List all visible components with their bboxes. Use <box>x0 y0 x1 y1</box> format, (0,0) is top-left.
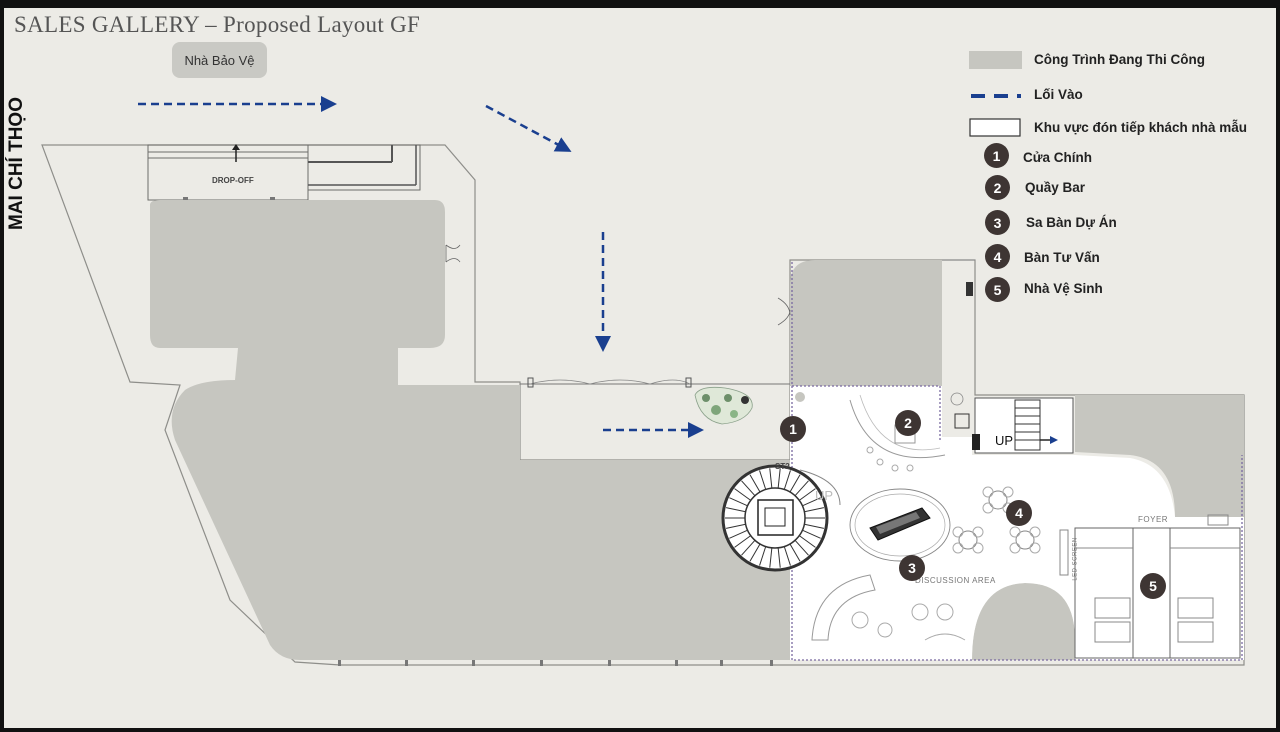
entrance-arrows <box>138 96 704 438</box>
legend-item-3-badge: 3 <box>985 210 1010 235</box>
walkway-canopy <box>520 377 790 388</box>
legend-reception-swatch <box>969 118 1021 137</box>
door-swing-north <box>777 297 791 326</box>
legend-item-4-label: Bàn Tư Vấn <box>1024 250 1100 265</box>
construction-zones <box>150 200 1244 660</box>
guard-house: Nhà Bảo Vệ <box>172 42 267 78</box>
stair-up-label: UP <box>995 433 1014 448</box>
bar-counter <box>849 394 946 472</box>
street-name: MAI CHÍ THỌO <box>6 97 27 230</box>
legend-item-3-label: Sa Bàn Dự Án <box>1026 215 1117 230</box>
legend-item-5-badge: 5 <box>985 277 1010 302</box>
marker-bar: 2 <box>895 410 921 436</box>
legend-item-4-badge: 4 <box>985 244 1010 269</box>
construction-zone-north <box>790 260 942 386</box>
restroom-block <box>1059 514 1241 659</box>
entrance-arrow-2 <box>485 104 572 152</box>
legend-item-1-badge: 1 <box>984 143 1009 168</box>
marker-restroom: 5 <box>1140 573 1166 599</box>
legend-construction-label: Công Trình Đang Thi Công <box>1034 52 1205 67</box>
legend-reception-label: Khu vực đón tiếp khách nhà mẫu <box>1034 120 1248 135</box>
lounge-seating <box>811 574 966 641</box>
discussion-area-label: DISCUSSION AREA <box>915 576 996 585</box>
legend-entrance-label: Lối Vào <box>1034 87 1083 102</box>
sales-gallery-boundary <box>791 262 1243 661</box>
legend-item-2-label: Quầy Bar <box>1025 180 1086 195</box>
legend-item-1-label: Cửa Chính <box>1023 150 1093 165</box>
stair-tag-label: ST2 <box>775 462 790 471</box>
door-swing-west <box>445 244 461 263</box>
site-outline <box>41 144 1245 666</box>
model-table <box>849 488 951 562</box>
marker-main-door: 1 <box>780 416 806 442</box>
legend-construction-swatch <box>969 51 1022 69</box>
spiral-staircase <box>721 464 841 572</box>
construction-zone-south <box>972 583 1075 660</box>
spiral-up-label: UP <box>815 488 834 503</box>
staircase-east <box>954 397 1074 454</box>
construction-zone-west <box>150 200 790 660</box>
legend-item-5-label: Nhà Vệ Sinh <box>1024 281 1103 296</box>
legend-item-2-badge: 2 <box>985 175 1010 200</box>
foyer-label: FOYER <box>1138 515 1169 524</box>
page-title: SALES GALLERY – Proposed Layout GF <box>14 12 421 37</box>
facade-ticks <box>338 660 773 666</box>
guard-house-label: Nhà Bảo Vệ <box>184 52 255 68</box>
drop-off-label: DROP-OFF <box>212 176 254 185</box>
marker-model-table: 3 <box>899 555 925 581</box>
construction-zone-east <box>1075 395 1244 517</box>
service-box <box>966 282 973 296</box>
led-screen-label: LED SCREEN <box>1072 537 1079 581</box>
consultation-tables <box>952 486 1041 554</box>
marker-consultation: 4 <box>1006 500 1032 526</box>
landscape-plants <box>694 386 753 425</box>
